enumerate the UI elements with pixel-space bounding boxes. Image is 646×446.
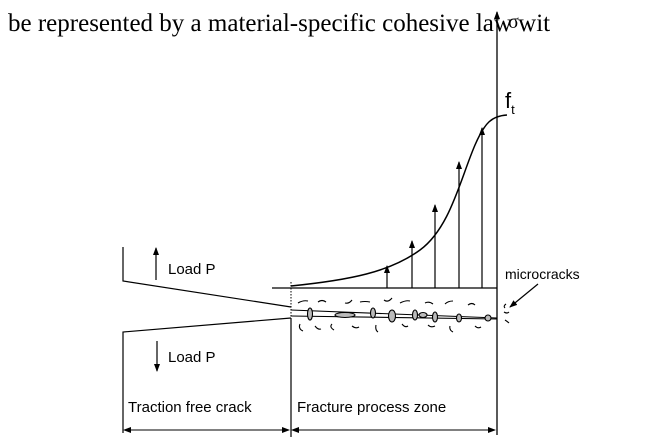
sigma-label: σ	[508, 11, 519, 33]
lower-crack-face	[122, 317, 292, 433]
microcracks-label: microcracks	[505, 266, 580, 282]
paper-text-line: be represented by a material-specific co…	[8, 10, 551, 37]
cohesive-stress-curve	[290, 114, 508, 287]
fracture-process-zone-label: Fracture process zone	[297, 399, 446, 416]
load-top-label: Load P	[168, 261, 216, 278]
peak-stress-label: ft	[505, 88, 515, 117]
stress-arrows	[384, 127, 485, 288]
upper-crack-face	[122, 247, 292, 308]
microcracks-pointer-arrow	[509, 283, 539, 308]
process-zone-microcracks	[290, 297, 510, 333]
traction-free-crack-label: Traction free crack	[128, 399, 252, 416]
load-bottom-label: Load P	[168, 349, 216, 366]
